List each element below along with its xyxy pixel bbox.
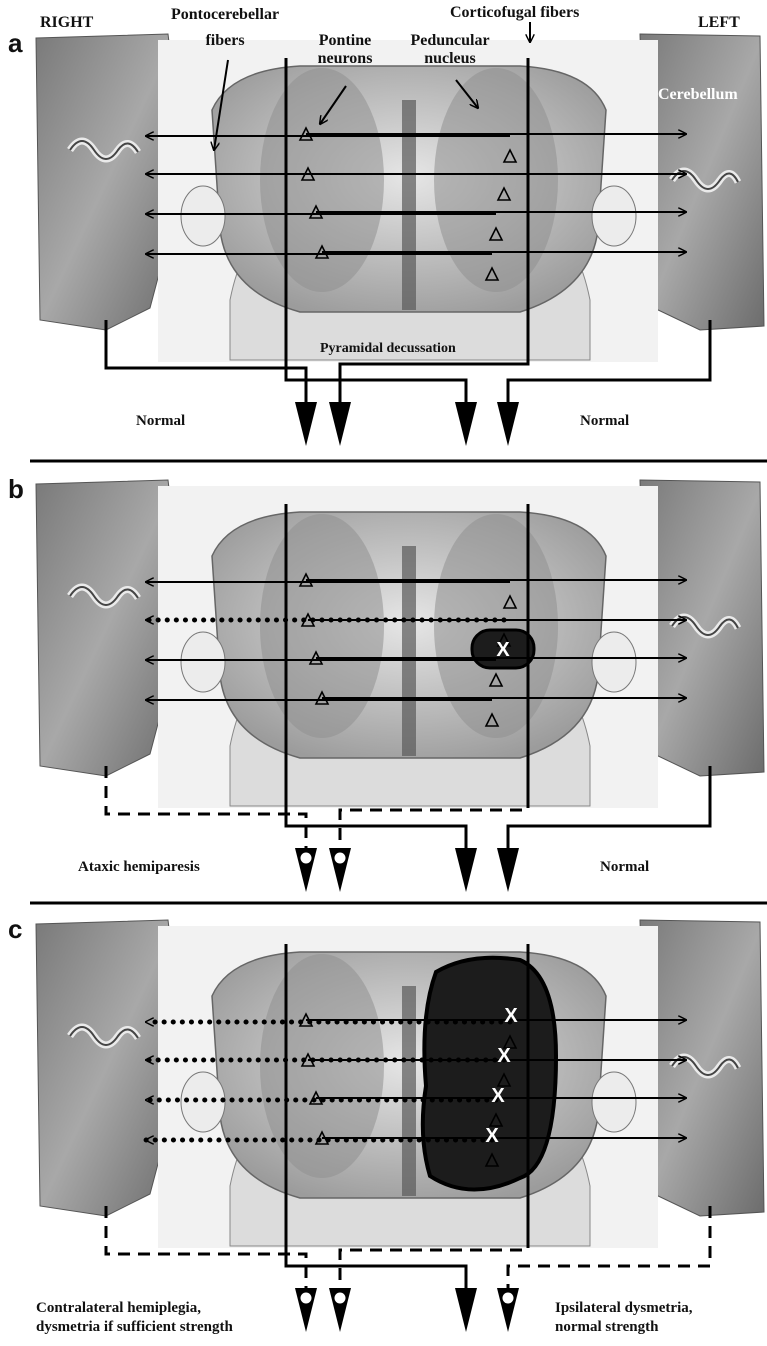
caption-a-left: Normal: [136, 412, 185, 431]
right-cerebellum-tissue: [36, 920, 176, 1216]
right-cerebellum-tissue: [36, 480, 176, 776]
caption-c-right-line2: normal strength: [555, 1318, 692, 1337]
label-pontine-line2: neurons: [300, 50, 390, 68]
label-pontocerebellar-fibers: Pontocerebellar fibers: [140, 6, 310, 50]
output-arrow: [455, 848, 477, 892]
output-arrow: [295, 402, 317, 446]
impaired-output-arrow-marker: [503, 1293, 514, 1304]
output-arrow: [455, 402, 477, 446]
output-arrow: [329, 402, 351, 446]
impaired-output-arrow-marker: [335, 853, 346, 864]
lesion-x-mark: X: [497, 1045, 511, 1067]
right-middle-peduncle-stump: [181, 186, 225, 246]
large-pontine-lesion: [423, 958, 556, 1190]
right-middle-peduncle-stump: [181, 632, 225, 692]
left-cerebellum-tissue: [640, 480, 764, 776]
midline-raphe: [402, 546, 416, 756]
label-peduncular-nucleus: Peduncular nucleus: [390, 32, 510, 68]
label-left-side: LEFT: [698, 14, 740, 32]
midline-raphe: [402, 100, 416, 310]
label-corticofugal-fibers: Corticofugal fibers: [450, 4, 579, 22]
caption-c-left-line2: dysmetria if sufficient strength: [36, 1318, 233, 1337]
left-peduncle-tract: [434, 514, 558, 738]
impaired-output-arrow-marker: [301, 1293, 312, 1304]
label-pyramidal-decussation: Pyramidal decussation: [320, 340, 456, 358]
output-arrow: [497, 848, 519, 892]
caption-b-right: Normal: [600, 858, 649, 877]
left-middle-peduncle-stump: [592, 186, 636, 246]
midline-raphe: [402, 986, 416, 1196]
lesion-x-mark: X: [504, 1005, 518, 1027]
right-corticospinal-output: [286, 376, 466, 402]
impaired-output-arrow-marker: [335, 1293, 346, 1304]
caption-c-left: Contralateral hemiplegia, dysmetria if s…: [36, 1299, 233, 1337]
panel-b: X: [36, 480, 764, 892]
caption-b-left: Ataxic hemiparesis: [78, 858, 200, 877]
lesion-x-mark: X: [485, 1125, 499, 1147]
left-cerebellum-tissue: [640, 920, 764, 1216]
label-pontocerebellar-line2: fibers: [140, 32, 310, 50]
lesion-x-mark: X: [496, 639, 510, 661]
caption-c-right-line1: Ipsilateral dysmetria,: [555, 1299, 692, 1318]
panel-letter-c: c: [8, 914, 22, 945]
right-corticospinal-output: [286, 1262, 466, 1288]
lesion-x-mark: X: [491, 1085, 505, 1107]
right-cerebellum-tissue: [36, 34, 176, 330]
left-peduncle-tract: [434, 68, 558, 292]
label-cerebellum: Cerebellum: [658, 86, 738, 104]
left-middle-peduncle-stump: [592, 1072, 636, 1132]
caption-c-left-line1: Contralateral hemiplegia,: [36, 1299, 233, 1318]
left-middle-peduncle-stump: [592, 632, 636, 692]
label-pontine-line1: Pontine: [300, 32, 390, 50]
output-arrow: [455, 1288, 477, 1332]
left-cerebellum-tissue: [640, 34, 764, 330]
panel-letter-a: a: [8, 28, 22, 59]
caption-c-right: Ipsilateral dysmetria, normal strength: [555, 1299, 692, 1337]
impaired-output-arrow-marker: [301, 853, 312, 864]
label-peduncular-line1: Peduncular: [390, 32, 510, 50]
label-pontine-neurons: Pontine neurons: [300, 32, 390, 68]
label-pontocerebellar-line1: Pontocerebellar: [140, 6, 310, 24]
panel-a: [36, 34, 764, 446]
label-right-side: RIGHT: [40, 14, 93, 32]
caption-a-right: Normal: [580, 412, 629, 431]
panel-letter-b: b: [8, 474, 24, 505]
label-peduncular-line2: nucleus: [390, 50, 510, 68]
right-corticospinal-output: [286, 822, 466, 848]
output-arrow: [497, 402, 519, 446]
